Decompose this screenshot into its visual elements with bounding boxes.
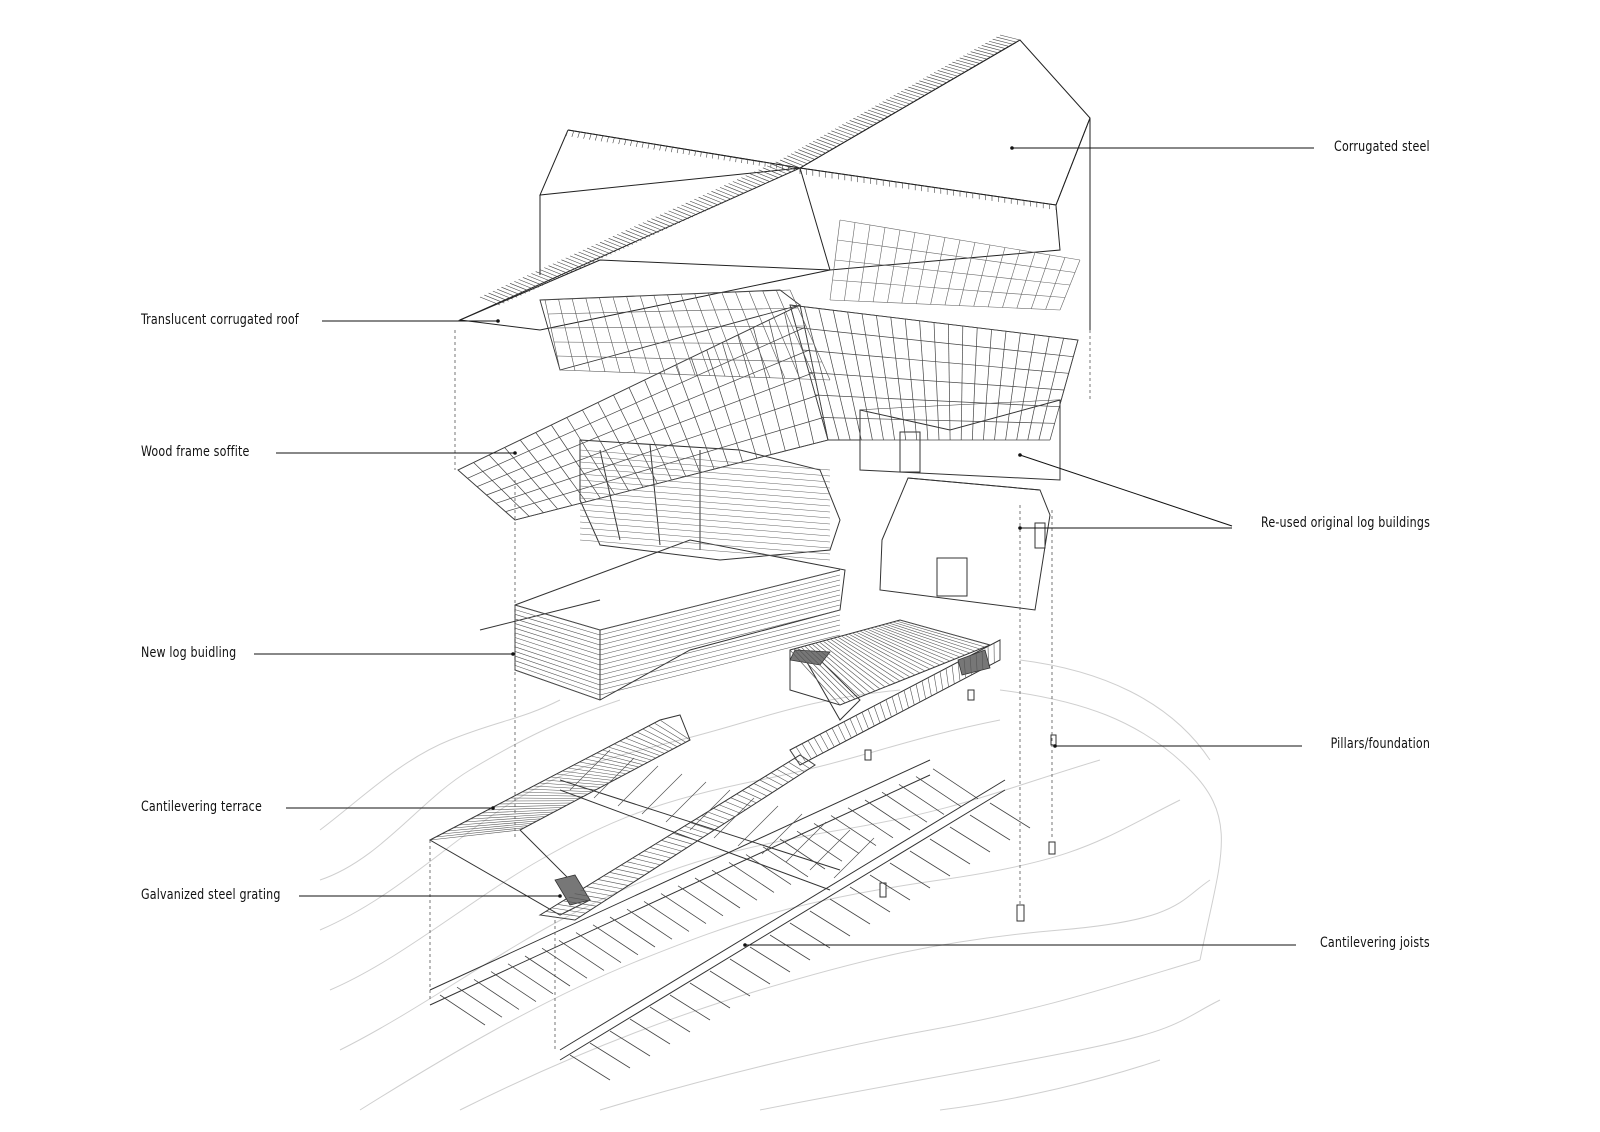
label-pillars-foundation: Pillars/foundation (1330, 736, 1430, 752)
soffite-lattice-back (544, 289, 831, 381)
soffite-lattice-right (789, 304, 1079, 441)
label-corrugated-steel: Corrugated steel (1334, 139, 1430, 155)
construction-lines (429, 330, 1091, 1050)
label-galvanized-grating: Galvanized steel grating (141, 887, 281, 903)
reused-log-buildings (859, 399, 1061, 611)
terrace-planks-top (789, 619, 991, 706)
log-walls-upper (579, 449, 831, 561)
leader-lines (254, 147, 1314, 946)
ridge-band-2 (479, 159, 801, 306)
terrace-planks-right (789, 640, 1001, 766)
eave-band-left (565, 129, 801, 172)
pillars-foundation (864, 689, 1057, 922)
log-walls-side (599, 569, 841, 696)
ridge-band-1 (779, 34, 1021, 169)
label-cantilevering-joists: Cantilevering joists (1320, 935, 1430, 951)
corrugated-steel-roof (458, 39, 1091, 331)
soffite-lattice-far (829, 219, 1081, 311)
soffite-lattice-left (457, 304, 829, 521)
leader-dots (491, 146, 1057, 947)
label-wood-frame-soffite: Wood frame soffite (141, 444, 250, 460)
label-new-log-building: New log buidling (141, 645, 237, 661)
terrace-planks-left (429, 719, 691, 841)
terrace-planks-mid (539, 754, 816, 921)
log-walls-front (514, 604, 601, 701)
joists-beams (439, 749, 1031, 1081)
eave-band-right (799, 168, 1057, 210)
label-translucent-roof: Translucent corrugated roof (141, 312, 299, 328)
label-cantilevering-terrace: Cantilevering terrace (141, 799, 262, 815)
leader-reused-log-1 (1019, 454, 1233, 527)
terrain-contours (319, 659, 1222, 1111)
label-reused-log-buildings: Re-used original log buildings (1261, 515, 1430, 531)
cantilevering-joists (429, 759, 1006, 1061)
